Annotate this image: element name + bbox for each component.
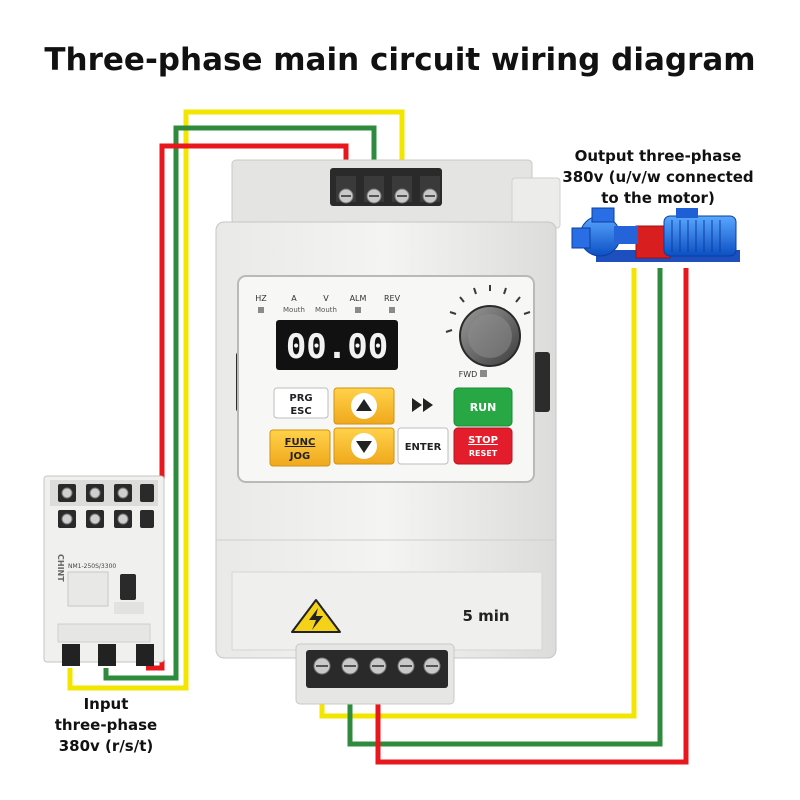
breaker-handle[interactable] [120, 574, 136, 600]
bottom-terminal-4 [397, 657, 415, 675]
bottom-terminal-1 [313, 657, 331, 675]
output-caption-line-2: 380v (u/v/w connected [562, 168, 754, 186]
output-caption-line-3: to the motor) [601, 189, 715, 207]
func-key-label: FUNC [285, 437, 316, 448]
input-caption-line-1: Input [83, 695, 129, 713]
inverter: HZ A V ALM REV Mouth Mouth 00.00 [215, 159, 561, 705]
wire-input-red [146, 143, 349, 671]
high-voltage-warning-icon [291, 599, 341, 633]
prg-key-label: PRG [289, 393, 312, 404]
top-terminal-block [330, 168, 442, 206]
wire-input-yellow [67, 109, 405, 691]
jog-key-label: JOG [289, 451, 310, 462]
top-terminal-4 [420, 176, 440, 204]
input-wires [67, 109, 405, 691]
run-key[interactable]: RUN [453, 387, 513, 427]
bottom-terminal-block [306, 650, 448, 688]
motor-pump [571, 207, 740, 262]
down-arrow-icon [356, 441, 372, 453]
fwd-led [480, 370, 487, 377]
indicator-sub-v: Mouth [315, 306, 337, 314]
double-arrow-icon [412, 398, 433, 412]
indicator-led-hz [258, 307, 264, 313]
bottom-terminal-2 [341, 657, 359, 675]
led-display [276, 320, 398, 370]
indicator-label-rev: REV [384, 294, 401, 303]
output-caption-line-1: Output three-phase [574, 147, 742, 165]
wire-output-red [375, 268, 689, 765]
indicator-label-alm: ALM [350, 294, 367, 303]
keypad-panel: HZ A V ALM REV Mouth Mouth 00.00 [237, 275, 535, 483]
indicator-sub-a: Mouth [283, 306, 305, 314]
enter-key-label: ENTER [405, 442, 442, 453]
diagram-title: Three-phase main circuit wiring diagram [44, 42, 756, 78]
indicator-label-a: A [291, 294, 297, 303]
stop-reset-key[interactable]: STOP RESET [453, 427, 513, 465]
shift-key[interactable] [412, 398, 433, 412]
breaker-model: NM1-250S/3300 [68, 563, 116, 570]
wire-output-green [347, 268, 663, 747]
run-key-label: RUN [470, 401, 497, 414]
fwd-label: FWD [459, 370, 478, 379]
top-terminal-1 [336, 176, 356, 204]
input-caption-line-3: 380v (r/s/t) [58, 737, 154, 755]
wire-input-green [103, 125, 377, 681]
warning-time: 5 min [462, 607, 509, 625]
circuit-breaker: CHINT NM1-250S/3300 [43, 475, 165, 666]
input-caption: Input three-phase 380v (r/s/t) [36, 694, 176, 757]
up-key[interactable] [333, 387, 395, 425]
esc-key-label: ESC [290, 406, 311, 417]
indicator-label-hz: HZ [255, 294, 267, 303]
up-arrow-icon [356, 399, 372, 411]
indicator-led-alm [355, 307, 361, 313]
stop-key-label: STOP [468, 435, 498, 446]
output-caption: Output three-phase 380v (u/v/w connected… [552, 146, 764, 209]
top-terminal-3 [392, 176, 412, 204]
speed-knob[interactable] [445, 285, 531, 367]
bottom-terminal-3 [369, 657, 387, 675]
led-display-value: 00.00 [286, 327, 388, 367]
bottom-terminal-5 [423, 657, 441, 675]
reset-key-label: RESET [469, 449, 498, 458]
input-caption-line-2: three-phase [54, 716, 158, 734]
breaker-brand: CHINT [56, 554, 65, 582]
prg-esc-key[interactable]: PRG ESC [273, 387, 329, 419]
down-key[interactable] [333, 427, 395, 465]
top-terminal-2 [364, 176, 384, 204]
indicator-led-rev [389, 307, 395, 313]
indicator-label-v: V [323, 294, 329, 303]
func-jog-key[interactable]: FUNC JOG [269, 429, 331, 467]
enter-key[interactable]: ENTER [397, 427, 449, 465]
